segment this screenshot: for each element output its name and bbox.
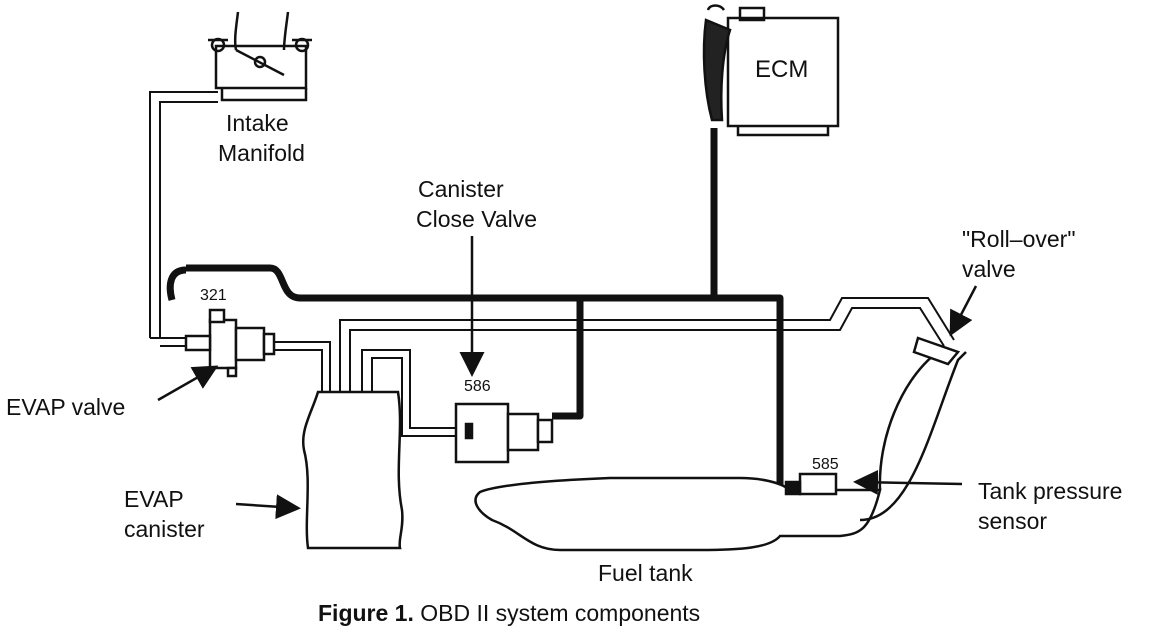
canister-close-valve-part-number: 586	[464, 378, 491, 395]
rollover-valve-label-line2: valve	[962, 256, 1016, 282]
pointer-arrows	[157, 236, 978, 520]
evap-valve-label: EVAP valve	[6, 394, 126, 420]
ecm-label: ECM	[755, 56, 809, 83]
canister-close-valve-label-line1: Canister	[418, 176, 504, 202]
rollover-valve-label-line1: "Roll–over"	[962, 226, 1076, 252]
tank-pressure-sensor-drawing	[784, 472, 838, 496]
evap-canister-label-line1: EVAP	[124, 486, 184, 512]
tank-pressure-sensor-label-line2: sensor	[978, 508, 1048, 534]
fuel-tank-drawing	[474, 336, 967, 552]
figure-number: Figure 1.	[318, 600, 414, 626]
evap-valve-part-number: 321	[200, 287, 227, 304]
tank-pressure-sensor-part-number: 585	[812, 456, 839, 473]
intake-manifold-label-line2: Manifold	[218, 140, 305, 166]
ecm-wiring	[166, 128, 784, 490]
figure-caption-text: OBD II system components	[420, 600, 701, 626]
canister-close-valve-label-line2: Close Valve	[416, 206, 538, 232]
intake-manifold-label-line1: Intake	[226, 110, 289, 136]
figure-caption: Figure 1. OBD II system components	[318, 600, 700, 627]
evap-canister-label-line2: canister	[124, 516, 205, 542]
ecm-module-drawing	[702, 4, 840, 137]
vapor-hoses	[149, 91, 955, 437]
tank-pressure-sensor-label-line1: Tank pressure	[978, 478, 1123, 504]
evap-canister-drawing	[301, 390, 404, 550]
intake-manifold-drawing	[208, 11, 312, 102]
fuel-tank-label: Fuel tank	[598, 560, 693, 586]
evap-valve-drawing	[184, 308, 276, 378]
canister-close-valve-drawing	[454, 402, 554, 464]
